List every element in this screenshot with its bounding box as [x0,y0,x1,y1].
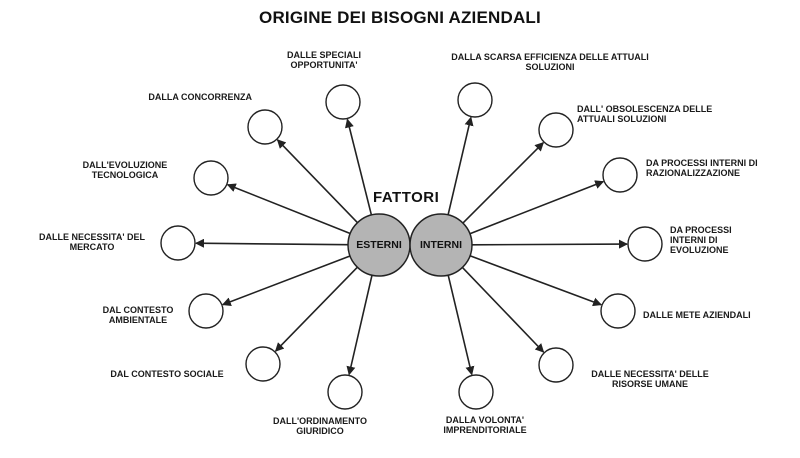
internal-arrow-5 [469,255,603,307]
internal-label-7: DALLA VOLONTA'IMPRENDITORIALE [443,415,527,435]
internal-node-6 [538,347,574,383]
external-node-3 [193,160,229,196]
external-node-5 [188,293,224,329]
external-arrow-6 [274,266,358,352]
internal-arrow-3 [469,180,605,235]
internal-arrow-7 [447,275,475,376]
internal-arrow-2 [462,141,545,224]
external-label-2: DALLA CONCORRENZA [148,92,252,102]
internal-arrow-6 [461,266,545,353]
external-node-1 [325,84,361,120]
internal-hub-label: INTERNI [420,239,462,251]
external-arrow-4 [195,238,349,248]
internal-node-5 [600,293,636,329]
internal-arrow-4 [471,239,628,249]
internal-node-4 [627,226,663,262]
external-arrow-1 [344,118,373,216]
internal-arrow-1 [447,116,474,215]
external-node-2 [247,109,283,145]
center-label: FATTORI [373,189,440,206]
external-arrow-3 [226,183,351,235]
external-hub-label: ESTERNI [356,239,402,251]
internal-node-7 [458,374,494,410]
internal-node-2 [538,112,574,148]
external-arrow-5 [221,255,351,306]
external-node-7 [327,374,363,410]
external-arrow-7 [346,275,373,376]
external-node-4 [160,225,196,261]
internal-hub-circle [409,213,473,277]
internal-node-1 [457,82,493,118]
diagram-title: ORIGINE DEI BISOGNI AZIENDALI [259,8,541,27]
internal-node-3 [602,157,638,193]
external-node-6 [245,346,281,382]
external-arrow-2 [276,139,359,224]
internal-label-5: DALLE METE AZIENDALI [643,310,751,320]
external-label-6: DAL CONTESTO SOCIALE [110,369,224,379]
